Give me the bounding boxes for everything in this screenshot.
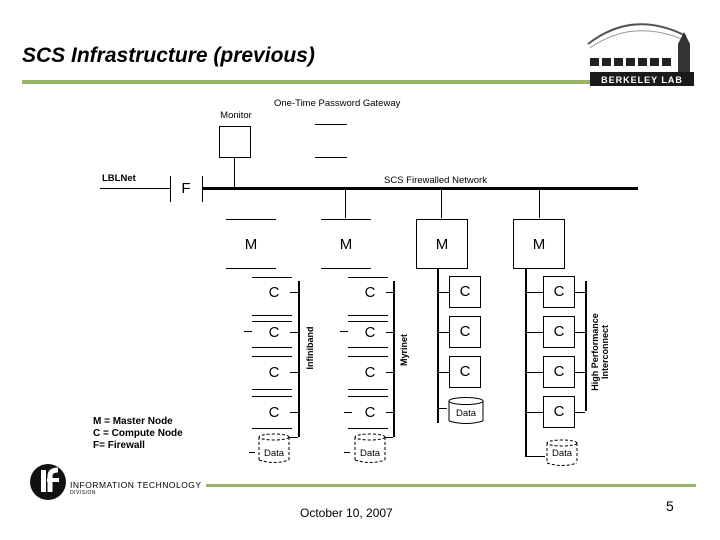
data-storage-3: [448, 397, 484, 424]
compute-node: C: [449, 356, 481, 388]
slide-date: October 10, 2007: [300, 506, 393, 520]
slide-title: SCS Infrastructure (previous): [22, 44, 315, 67]
master-node-1: M: [244, 236, 258, 253]
compute-node: C: [364, 284, 376, 301]
compute-node: C: [268, 364, 280, 381]
legend-compute: C = Compute Node: [93, 428, 183, 439]
berkeley-lab-wordmark: BERKELEY LAB: [601, 75, 683, 85]
footer-divider: [206, 484, 696, 487]
itd-logo: [28, 460, 68, 509]
high-performance-interconnect-label: High Performance Interconnect: [590, 313, 610, 391]
myrinet-label: Myrinet: [399, 334, 409, 367]
master-node-4: M: [513, 219, 565, 269]
legend-master: M = Master Node: [93, 416, 173, 427]
compute-node: C: [543, 396, 575, 428]
itd-division: DIVISION: [70, 490, 96, 496]
compute-node: C: [449, 276, 481, 308]
page-number: 5: [666, 498, 674, 514]
compute-node: C: [449, 316, 481, 348]
berkeley-lab-logo: BERKELEY LAB: [578, 14, 698, 95]
compute-node: C: [268, 404, 280, 421]
master-node-2: M: [339, 236, 353, 253]
lblnet-label: LBLNet: [102, 173, 136, 184]
monitor-box: [219, 126, 251, 158]
compute-node: C: [543, 316, 575, 348]
data-label: Data: [551, 448, 573, 459]
data-storage-2: [354, 433, 386, 463]
itd-wordmark: INFORMATION TECHNOLOGY: [70, 480, 202, 490]
compute-node: C: [364, 364, 376, 381]
data-storage-4: [546, 439, 578, 466]
otp-gateway-label: One-Time Password Gateway: [274, 98, 401, 109]
compute-node: C: [364, 324, 376, 341]
data-label: Data: [359, 448, 381, 459]
infiniband-label: Infiniband: [305, 326, 315, 370]
diagram-legend: M = Master Node C = Compute Node F= Fire…: [93, 416, 183, 452]
legend-firewall: F= Firewall: [93, 440, 145, 451]
scs-network-label: SCS Firewalled Network: [384, 175, 487, 186]
data-label: Data: [263, 448, 285, 459]
data-storage-1: [258, 433, 290, 463]
compute-node: C: [543, 356, 575, 388]
master-node-3: M: [416, 219, 468, 269]
compute-node: C: [364, 404, 376, 421]
firewall-label: F: [181, 180, 191, 197]
compute-node: C: [543, 276, 575, 308]
data-label: Data: [455, 408, 477, 419]
compute-node: C: [268, 324, 280, 341]
compute-node: C: [268, 284, 280, 301]
title-divider: [22, 80, 694, 84]
monitor-label: Monitor: [220, 110, 252, 121]
